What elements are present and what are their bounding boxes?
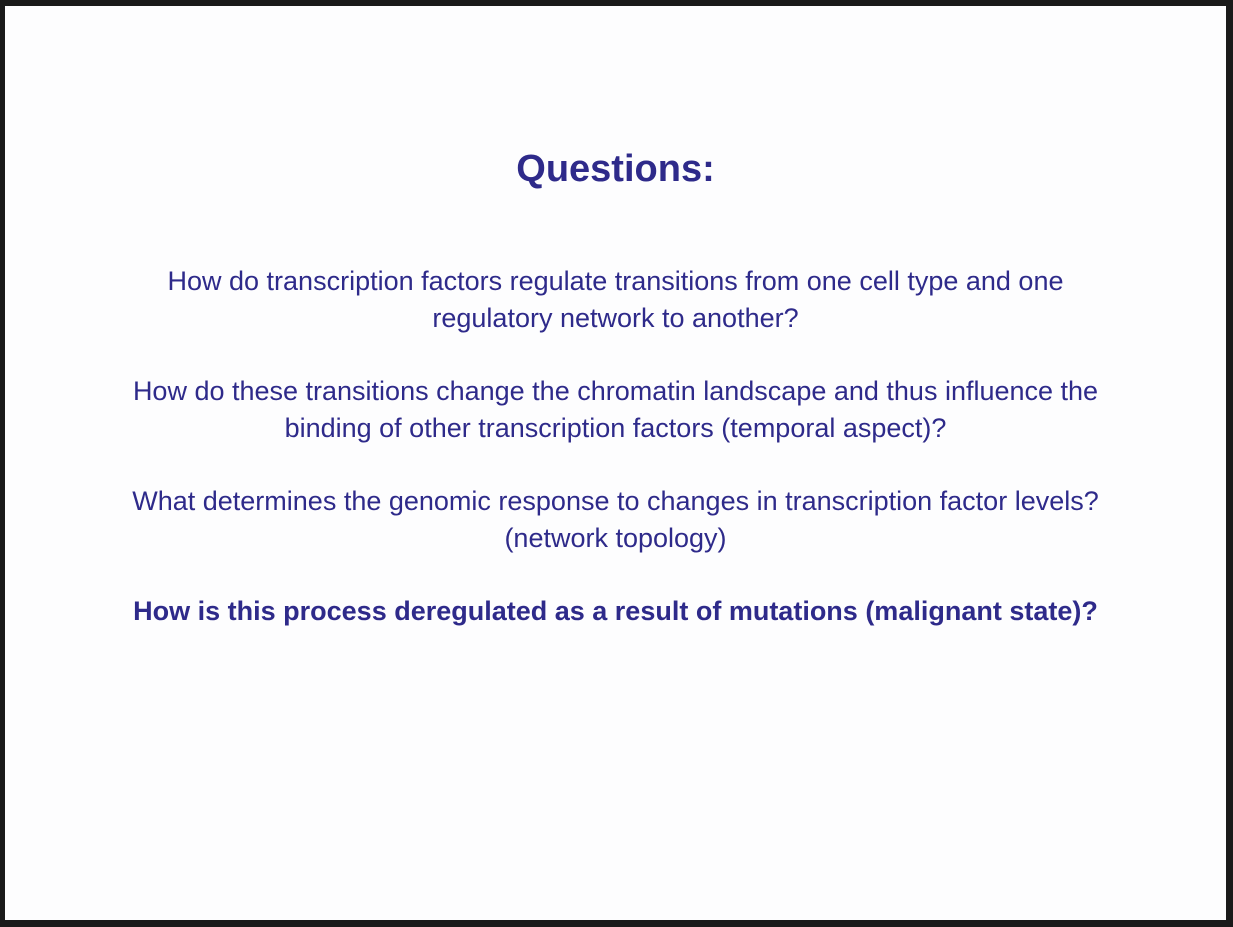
- question-1: How do transcription factors regulate tr…: [5, 263, 1226, 337]
- question-4-line-1: How is this process deregulated as a res…: [133, 596, 1098, 626]
- question-1-line-2: regulatory network to another?: [432, 303, 799, 333]
- question-2-line-1: How do these transitions change the chro…: [132, 376, 1099, 406]
- question-3-line-1: What determines the genomic response to …: [132, 486, 1099, 516]
- question-4: How is this process deregulated as a res…: [5, 593, 1226, 630]
- slide: Questions: How do transcription factors …: [5, 6, 1226, 920]
- question-3: What determines the genomic response to …: [5, 483, 1226, 557]
- question-1-line-1: How do transcription factors regulate tr…: [167, 266, 1064, 296]
- slide-title: Questions:: [516, 148, 715, 190]
- question-3-line-2: (network topology): [504, 523, 727, 553]
- question-2-line-2: binding of other transcription factors (…: [284, 413, 947, 443]
- question-2: How do these transitions change the chro…: [5, 373, 1226, 447]
